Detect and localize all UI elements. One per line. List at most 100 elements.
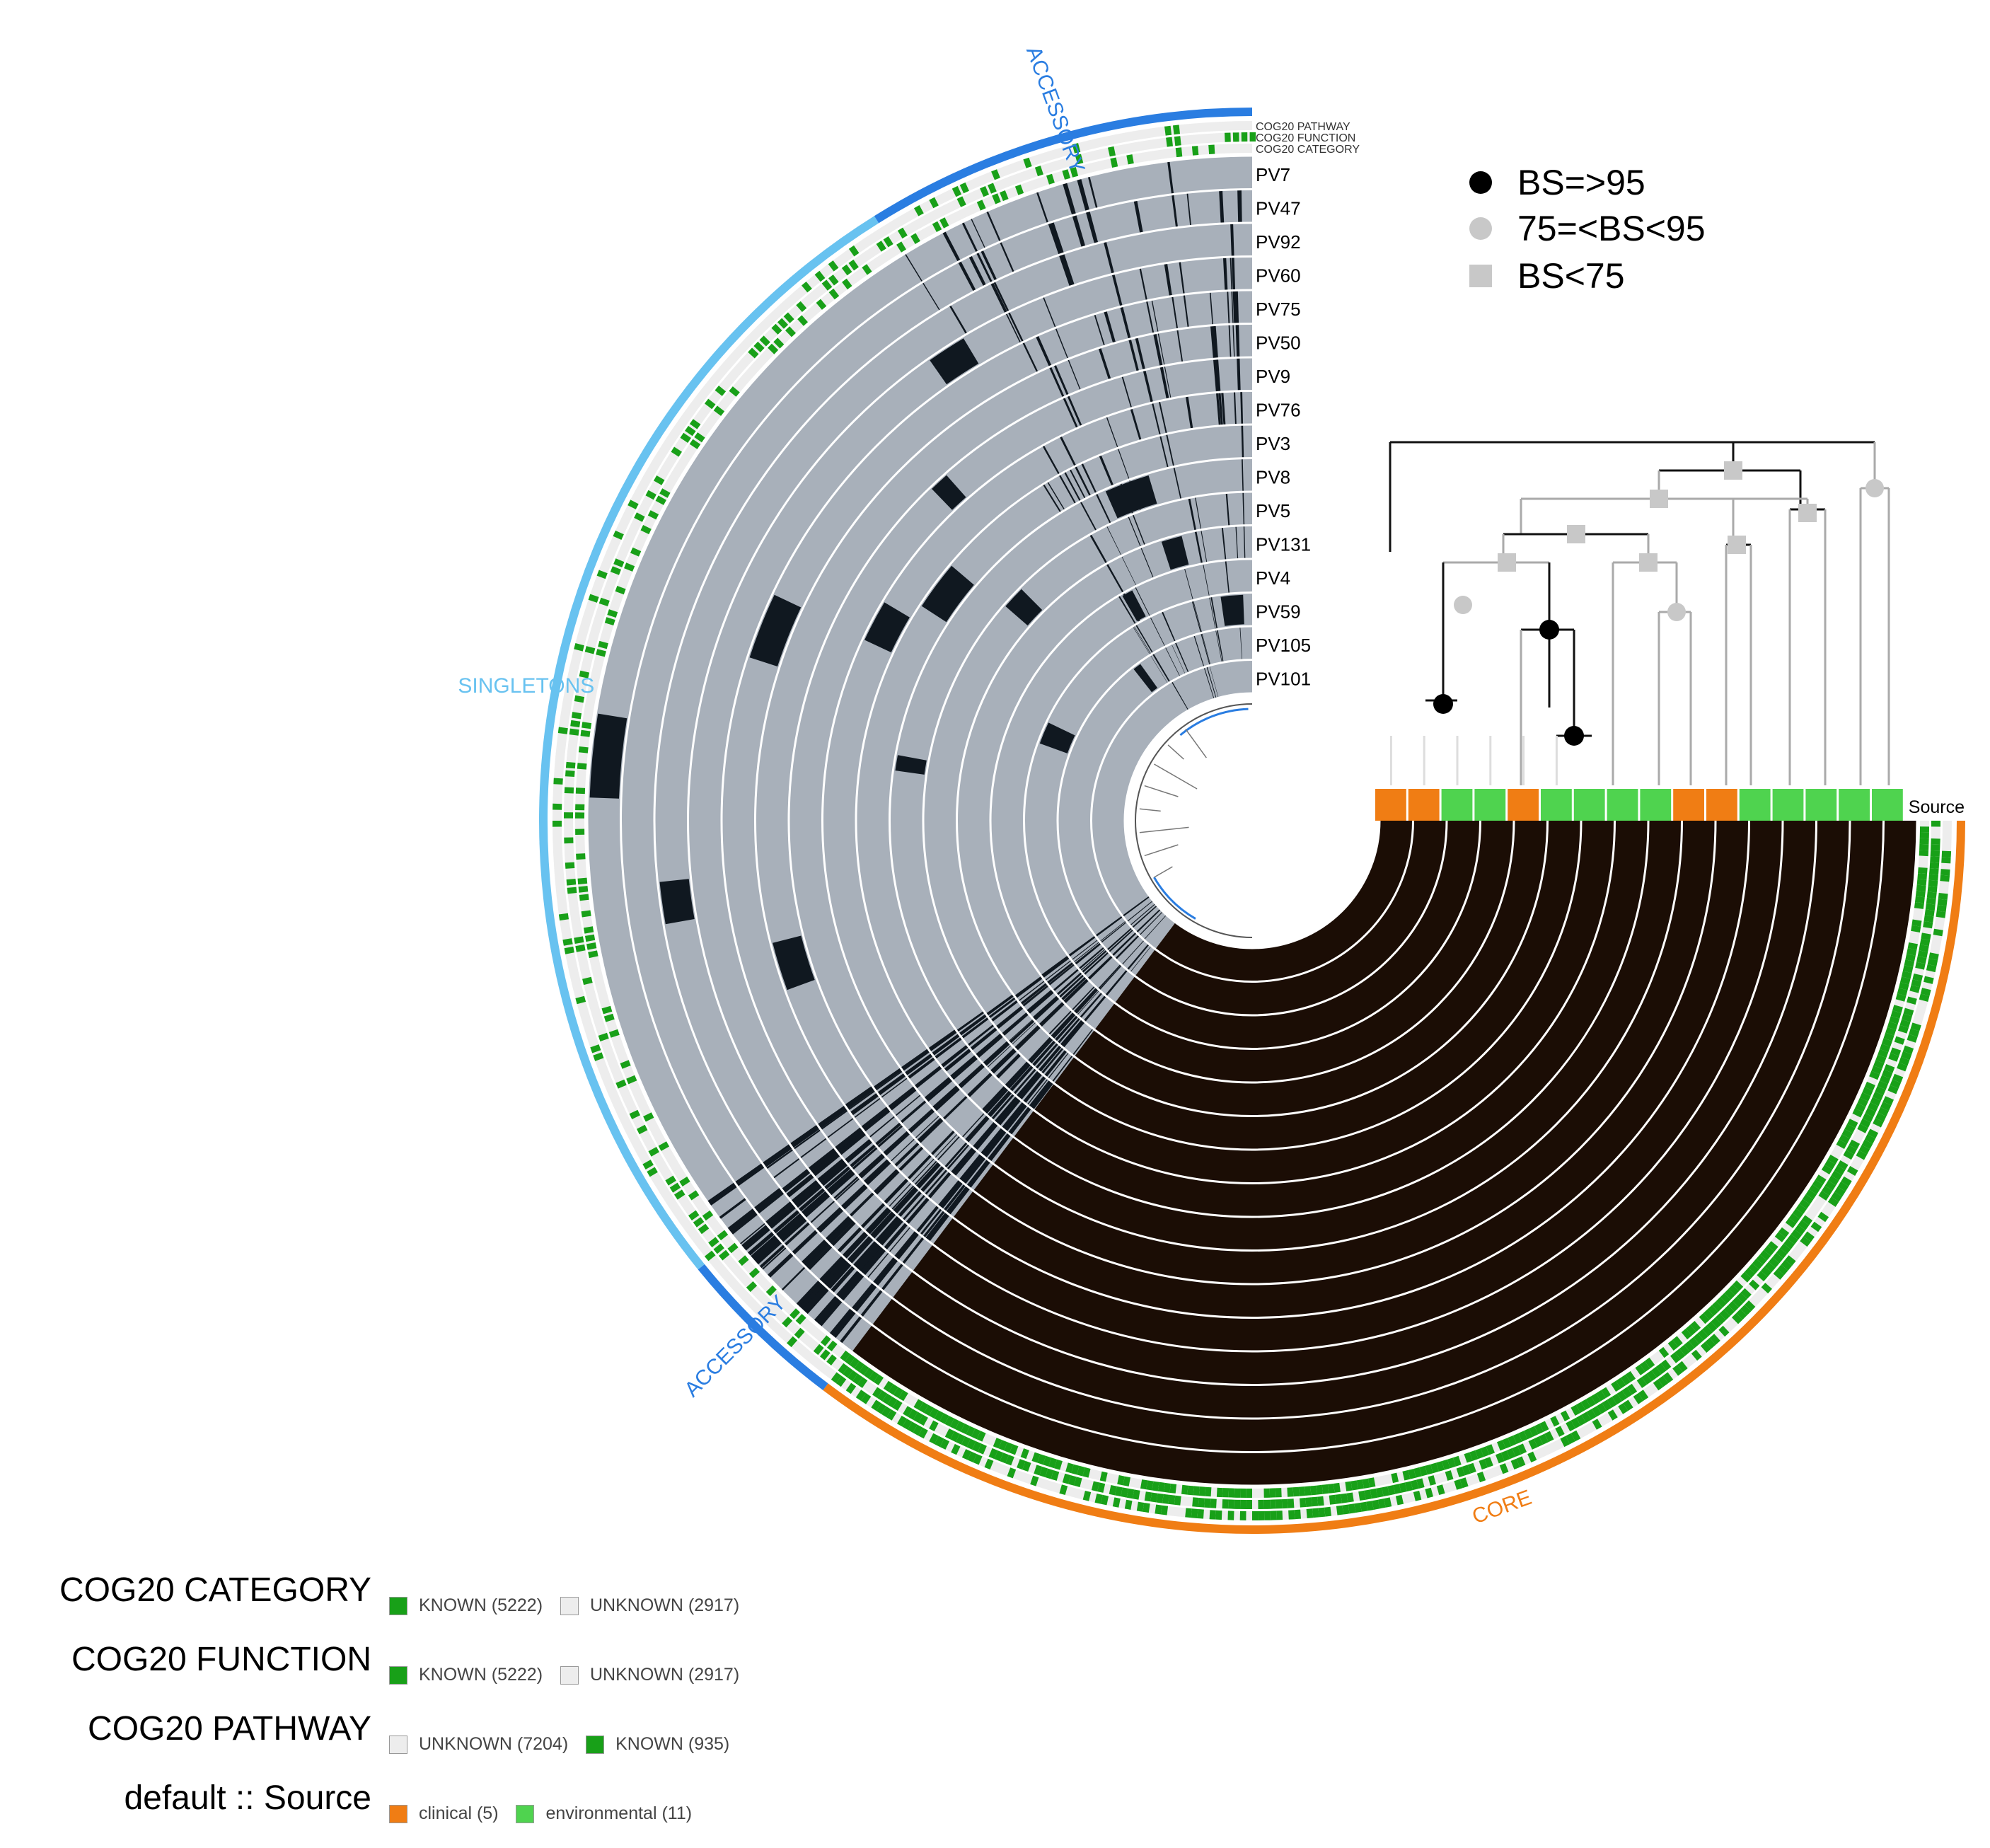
cog-mark — [1097, 1482, 1106, 1493]
cog-mark — [1216, 1487, 1223, 1498]
cog-mark — [857, 1377, 868, 1388]
cog-mark — [1327, 1484, 1335, 1494]
cog-mark — [892, 1399, 903, 1411]
cog-mark — [1847, 1166, 1858, 1176]
cog-mark — [939, 1413, 949, 1424]
ring-separator — [922, 490, 1583, 1151]
cog-mark — [918, 1427, 928, 1439]
cog-mark — [584, 926, 594, 934]
cog-mark — [1329, 1494, 1336, 1505]
cog-mark — [637, 1124, 648, 1135]
cog-mark — [1723, 1305, 1735, 1316]
ring-separator — [754, 323, 1750, 1319]
cog-mark — [862, 264, 872, 275]
presence-mark — [925, 1034, 1004, 1103]
legend-item-known: KNOWN (5222) — [389, 1664, 543, 1685]
cog-mark — [821, 279, 833, 291]
cog-mark — [586, 942, 597, 950]
legend-item-known: KNOWN (5222) — [389, 1595, 543, 1616]
cog-mark — [1890, 1079, 1901, 1089]
cog-mark — [1164, 125, 1172, 136]
ring-separator — [586, 154, 1919, 1487]
cog-mark — [1917, 950, 1928, 958]
cog-mark — [1168, 1494, 1176, 1505]
cog-mark — [951, 185, 962, 197]
cog-mark — [1912, 974, 1924, 982]
cog-mark — [1166, 137, 1173, 147]
presence-mark — [761, 1247, 787, 1271]
cog-mark — [1298, 1486, 1306, 1496]
ring-separator — [653, 221, 1851, 1420]
cog-mark — [1528, 1438, 1538, 1450]
cog-mark — [1862, 1087, 1873, 1097]
cog-mark — [577, 877, 588, 885]
cog-mark — [1764, 1261, 1776, 1273]
cog-mark — [1051, 1470, 1060, 1481]
cog-mark — [1728, 1284, 1740, 1295]
cog-mark — [1792, 1208, 1804, 1219]
source-cell — [1839, 789, 1870, 821]
cog-mark — [842, 278, 852, 290]
cog-mark — [827, 1340, 838, 1351]
cog-mark — [596, 649, 606, 657]
layer-legend: COG20 CATEGORY KNOWN (5222) UNKNOWN (291… — [0, 1571, 849, 1840]
legend-row-cog20-category: COG20 CATEGORY KNOWN (5222) UNKNOWN (291… — [0, 1571, 849, 1627]
cog-mark — [1865, 1107, 1876, 1117]
cog-mark — [1918, 867, 1928, 874]
cog-mark — [1706, 1321, 1718, 1333]
cog-mark — [1716, 1297, 1727, 1308]
cog-mark — [913, 1399, 924, 1410]
cog-mark — [1873, 1091, 1884, 1101]
cog-mark — [1430, 1462, 1439, 1474]
cog-mark — [1635, 1364, 1645, 1375]
cog-mark — [1931, 821, 1941, 827]
presence-mark — [765, 1070, 903, 1170]
swatch-unknown — [560, 1596, 579, 1615]
source-cell — [1872, 789, 1903, 821]
cog-mark — [1941, 850, 1952, 857]
cog-mark — [868, 1371, 879, 1382]
cog-mark — [956, 196, 966, 207]
cog-mark — [939, 217, 949, 229]
cog-mark — [1715, 1313, 1726, 1324]
cog-mark — [1456, 1467, 1465, 1477]
cog-mark — [918, 1414, 928, 1426]
cog-mark — [582, 722, 592, 729]
cog-mark — [1780, 1243, 1791, 1254]
cog-mark — [1269, 1488, 1276, 1498]
cog-mark — [1020, 1448, 1029, 1460]
cog-mark — [1861, 1139, 1873, 1150]
cog-mark — [1480, 1446, 1490, 1457]
cog-mark — [1834, 1165, 1846, 1176]
cog-mark — [782, 1317, 793, 1328]
cog-mark — [1560, 1436, 1570, 1448]
cog-mark — [1803, 1194, 1814, 1205]
presence-mark — [1039, 908, 1162, 1027]
presence-mark — [1184, 567, 1211, 666]
cog-mark — [1459, 1477, 1469, 1489]
cog-mark — [1745, 1267, 1756, 1278]
cog-mark — [1800, 1236, 1811, 1247]
cog-mark — [765, 1285, 777, 1296]
cog-mark — [1810, 1221, 1822, 1232]
singleton-block — [930, 338, 979, 385]
presence-mark — [1233, 391, 1237, 425]
legend-item-unknown: UNKNOWN (2917) — [560, 1595, 739, 1616]
cog-mark — [1181, 1484, 1188, 1495]
presence-mark — [944, 1091, 1012, 1169]
cog-mark — [578, 886, 589, 893]
cog-mark — [1524, 1428, 1533, 1440]
genome-label: PV4 — [1256, 567, 1290, 589]
genome-label: PV47 — [1256, 197, 1301, 219]
cog-mark — [1890, 1010, 1902, 1019]
cog-mark — [1674, 1349, 1686, 1360]
presence-mark — [1143, 914, 1167, 940]
cog-mark — [1791, 1229, 1803, 1240]
cog-mark — [1875, 1112, 1887, 1122]
cog-mark — [773, 337, 785, 349]
cog-mark — [565, 770, 575, 777]
presence-mark — [785, 1131, 867, 1199]
cog-mark — [1757, 1271, 1768, 1282]
swatch-known — [389, 1665, 407, 1685]
cog-mark — [1043, 1455, 1052, 1467]
